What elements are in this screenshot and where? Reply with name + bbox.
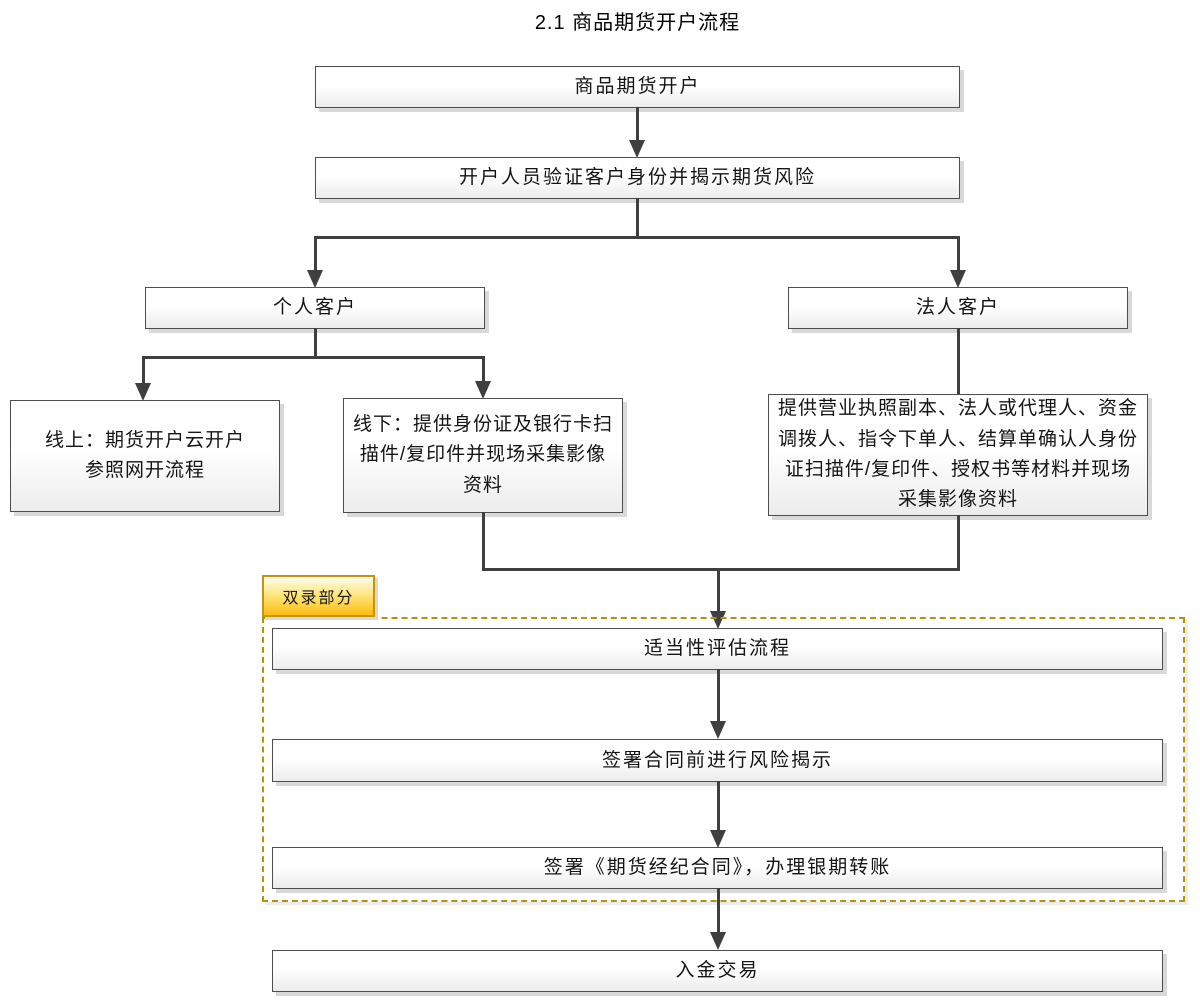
flow-node-online: 线上：期货开户云开户 参照网开流程 bbox=[10, 400, 280, 512]
arrowhead-offline bbox=[475, 381, 491, 399]
flow-node-start: 商品期货开户 bbox=[315, 66, 960, 108]
arrowhead-verify bbox=[629, 140, 645, 158]
flow-node-individual: 个人客户 bbox=[145, 287, 485, 329]
connector-to-online bbox=[142, 356, 145, 385]
connector-assessment-risk bbox=[717, 669, 720, 723]
diagram-title: 2.1 商品期货开户流程 bbox=[534, 12, 741, 34]
arrowhead-online bbox=[135, 383, 151, 401]
flow-node-verify: 开户人员验证客户身份并揭示期货风险 bbox=[315, 157, 960, 199]
connector-start-verify bbox=[636, 107, 639, 143]
arrowhead-contract bbox=[710, 830, 726, 848]
flow-node-deposit: 入金交易 bbox=[272, 950, 1163, 992]
connector-risk-contract bbox=[717, 781, 720, 832]
arrowhead-corporate bbox=[950, 270, 966, 288]
arrowhead-individual bbox=[307, 270, 323, 288]
connector-individual-bar bbox=[142, 356, 485, 359]
connector-to-corporate bbox=[957, 236, 960, 273]
connector-to-offline bbox=[482, 356, 485, 383]
connector-contract-deposit bbox=[717, 888, 720, 934]
connector-split-bar bbox=[314, 236, 960, 239]
flow-node-corporate: 法人客户 bbox=[788, 287, 1128, 329]
connector-individual-split bbox=[314, 328, 317, 359]
connector-merge-down bbox=[717, 568, 720, 613]
connector-offline-down bbox=[482, 512, 485, 571]
flow-node-risk-disclosure: 签署合同前进行风险揭示 bbox=[272, 739, 1163, 782]
connector-corporate-docs bbox=[957, 328, 960, 394]
flow-node-corporate-docs: 提供营业执照副本、法人或代理人、资金调拨人、指令下单人、结算单确认人身份证扫描件… bbox=[768, 394, 1148, 516]
arrowhead-risk bbox=[710, 721, 726, 739]
dual-record-group-frame bbox=[262, 617, 1185, 902]
flow-node-contract: 签署《期货经纪合同》，办理银期转账 bbox=[272, 847, 1163, 889]
dual-record-tab: 双录部分 bbox=[262, 575, 375, 617]
flow-node-assessment: 适当性评估流程 bbox=[272, 628, 1163, 670]
flow-node-offline: 线下：提供身份证及银行卡扫描件/复印件并现场采集影像资料 bbox=[343, 398, 623, 513]
arrowhead-assessment bbox=[710, 611, 726, 629]
connector-docs-down bbox=[957, 515, 960, 571]
arrowhead-deposit bbox=[710, 932, 726, 950]
connector-merge-bar bbox=[482, 568, 960, 571]
connector-verify-split bbox=[636, 198, 639, 239]
connector-to-individual bbox=[314, 236, 317, 273]
